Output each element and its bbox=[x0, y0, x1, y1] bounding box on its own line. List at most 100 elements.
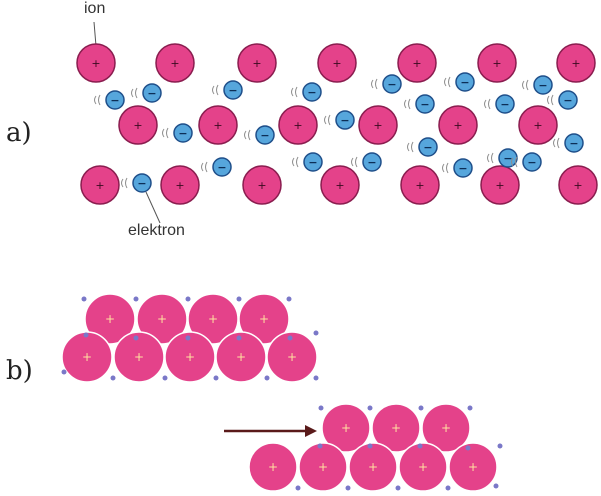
closepacked-ion: + bbox=[61, 331, 113, 383]
svg-text:+: + bbox=[208, 312, 218, 326]
electron-dot bbox=[445, 485, 451, 491]
electron-dot bbox=[185, 296, 191, 302]
svg-text:+: + bbox=[373, 119, 382, 132]
svg-text:+: + bbox=[170, 57, 179, 70]
electron-dot bbox=[81, 296, 87, 302]
electron-dot bbox=[418, 405, 424, 411]
svg-text:+: + bbox=[573, 179, 582, 192]
svg-text:+: + bbox=[418, 460, 428, 474]
electron-label: elektron bbox=[128, 222, 185, 239]
electron-dot bbox=[318, 405, 324, 411]
electron-dot bbox=[286, 296, 292, 302]
electron-dot bbox=[133, 335, 139, 341]
svg-text:−: − bbox=[460, 76, 469, 89]
closepacked-ion: + bbox=[371, 403, 421, 453]
svg-text:+: + bbox=[236, 350, 246, 364]
svg-text:−: − bbox=[367, 156, 376, 169]
ion: + bbox=[198, 105, 238, 145]
ion: + bbox=[160, 165, 200, 205]
svg-text:+: + bbox=[415, 179, 424, 192]
electron: − bbox=[201, 157, 232, 177]
svg-text:+: + bbox=[185, 350, 195, 364]
electron: − bbox=[371, 74, 402, 94]
svg-text:−: − bbox=[340, 114, 349, 127]
electron-dot bbox=[367, 405, 373, 411]
electron: − bbox=[553, 133, 584, 153]
svg-text:+: + bbox=[134, 350, 144, 364]
svg-text:+: + bbox=[318, 460, 328, 474]
ion-leader-line bbox=[93, 21, 97, 47]
electron-dot bbox=[345, 485, 351, 491]
ion: + bbox=[80, 165, 120, 205]
ion: + bbox=[278, 105, 318, 145]
svg-text:−: − bbox=[110, 94, 119, 107]
electron-dot bbox=[367, 443, 373, 449]
electron: − bbox=[547, 90, 578, 110]
ion: + bbox=[76, 43, 116, 83]
svg-text:+: + bbox=[257, 179, 266, 192]
svg-text:+: + bbox=[105, 312, 115, 326]
svg-text:−: − bbox=[387, 78, 396, 91]
ion: + bbox=[358, 105, 398, 145]
svg-text:+: + bbox=[335, 179, 344, 192]
svg-text:+: + bbox=[368, 460, 378, 474]
svg-text:−: − bbox=[147, 87, 156, 100]
svg-text:−: − bbox=[260, 129, 269, 142]
panel-a-ion-lattice: ++++++++++++++++++++−−−−−−−−−−−−−−−−−−−−… bbox=[76, 43, 598, 205]
electron: − bbox=[131, 83, 162, 103]
panel-b-close-packed-layers: + + + + + + + + + + + + + + + + + bbox=[61, 293, 503, 492]
electron-dot bbox=[264, 375, 270, 381]
callout-leaders bbox=[93, 21, 161, 224]
svg-text:+: + bbox=[259, 312, 269, 326]
electron: − bbox=[444, 72, 475, 92]
electron: − bbox=[404, 94, 435, 114]
electron: − bbox=[244, 125, 275, 145]
electron-dot bbox=[313, 330, 319, 336]
electron-dot bbox=[213, 375, 219, 381]
closepacked-ion: + bbox=[215, 331, 267, 383]
electron: − bbox=[212, 80, 243, 100]
electron-dot bbox=[162, 375, 168, 381]
svg-text:+: + bbox=[441, 421, 451, 435]
closepacked-ion: + bbox=[321, 403, 371, 453]
ion: + bbox=[242, 165, 282, 205]
ion: + bbox=[317, 43, 357, 83]
electron-dot bbox=[185, 335, 191, 341]
svg-text:+: + bbox=[332, 57, 341, 70]
svg-text:+: + bbox=[533, 119, 542, 132]
closepacked-ion: + bbox=[421, 403, 471, 453]
closepacked-ion: + bbox=[113, 331, 165, 383]
svg-text:−: − bbox=[228, 84, 237, 97]
closepacked-ion: + bbox=[448, 442, 498, 492]
electron-dot bbox=[417, 443, 423, 449]
electron-leader-line bbox=[145, 191, 161, 224]
closepacked-ion: + bbox=[136, 293, 188, 345]
shift-arrow bbox=[224, 425, 317, 437]
closepacked-ion: + bbox=[84, 293, 136, 345]
closepacked-ion: + bbox=[348, 442, 398, 492]
electron-dot bbox=[236, 296, 242, 302]
svg-text:−: − bbox=[137, 177, 146, 190]
electron: − bbox=[522, 75, 553, 95]
electron: − bbox=[324, 110, 355, 130]
ion: + bbox=[438, 105, 478, 145]
ion: + bbox=[558, 165, 598, 205]
svg-text:+: + bbox=[82, 350, 92, 364]
closepacked-ion: + bbox=[298, 442, 348, 492]
electron-dot bbox=[287, 335, 293, 341]
electron: − bbox=[351, 152, 382, 172]
electron: − bbox=[94, 90, 125, 110]
closepacked-ion: + bbox=[238, 293, 290, 345]
closepacked-ion: + bbox=[187, 293, 239, 345]
ion: + bbox=[237, 43, 277, 83]
electron: − bbox=[442, 158, 473, 178]
svg-text:−: − bbox=[308, 156, 317, 169]
svg-text:+: + bbox=[341, 421, 351, 435]
svg-text:+: + bbox=[213, 119, 222, 132]
closepacked-ion: + bbox=[266, 331, 318, 383]
ion: + bbox=[480, 165, 520, 205]
electron: − bbox=[511, 152, 542, 172]
svg-text:+: + bbox=[268, 460, 278, 474]
electron: − bbox=[162, 123, 193, 143]
